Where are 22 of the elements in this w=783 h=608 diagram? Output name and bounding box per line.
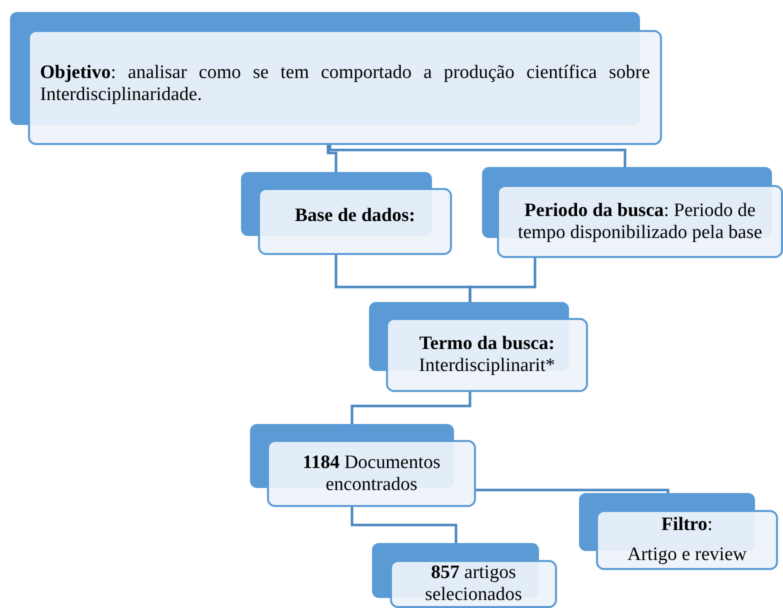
- box-text: 857 artigos selecionados: [424, 562, 524, 606]
- tabbed-box: [579, 493, 778, 570]
- box-text: Termo da busca:: [418, 333, 556, 355]
- connector-line: [350, 507, 458, 543]
- tabbed-box: [369, 302, 588, 392]
- box-text: Interdisciplinarit*: [418, 355, 556, 377]
- box-text: Filtro:: [660, 514, 714, 536]
- connector-line: [328, 145, 626, 167]
- connector-line: [468, 258, 536, 302]
- tabbed-box: [10, 12, 662, 145]
- connector-line: [476, 488, 670, 493]
- tabbed-box: [241, 172, 452, 255]
- tabbed-box: [372, 543, 557, 608]
- connector-line: [326, 145, 338, 172]
- box-text: Artigo e review: [626, 544, 748, 566]
- box-text: Base de dados:: [294, 204, 416, 226]
- box-text: Objetivo: analisar como se tem comportado a produção científica sobre Interdisciplinaridade.: [40, 62, 650, 106]
- connector-line: [350, 392, 472, 424]
- box-text: 1184 Documentos encontrados: [302, 452, 442, 496]
- tabbed-box: [482, 167, 783, 258]
- tabbed-box: [250, 424, 476, 507]
- box-text: Periodo da busca: Periodo de tempo disponibilizado pela base: [516, 200, 764, 244]
